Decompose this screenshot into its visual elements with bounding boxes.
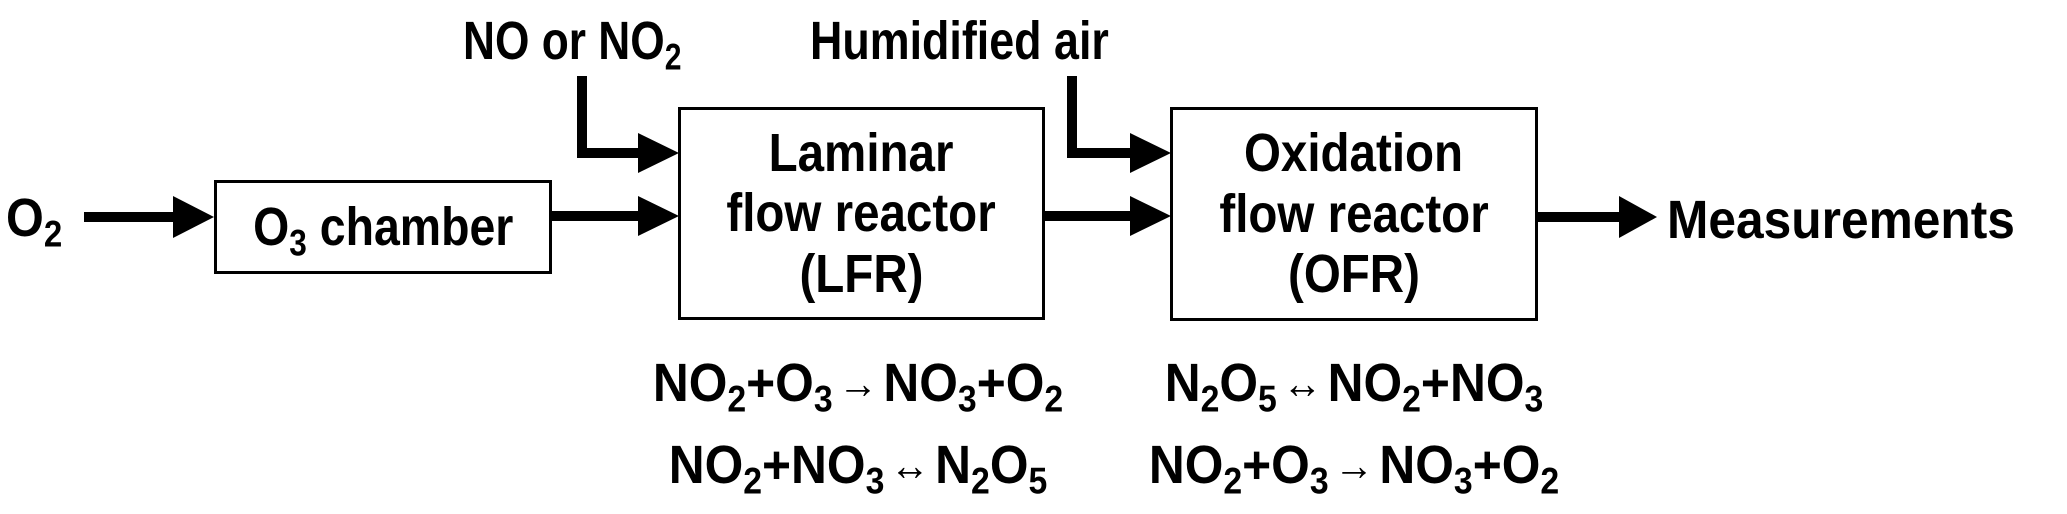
- ofr-line-3: (OFR): [1288, 244, 1420, 305]
- arrow-o2-to-o3-chamber: [84, 196, 214, 238]
- product-subscript: 3: [1524, 378, 1544, 420]
- reactant-subscript: 2: [743, 460, 763, 502]
- o3-chamber-label: O3 chamber: [252, 196, 514, 261]
- product-term: +O: [976, 353, 1045, 413]
- reactant-term: +O: [746, 353, 814, 413]
- reactant-subscript: 3: [1309, 460, 1329, 502]
- o2-label: O2: [6, 188, 62, 252]
- measurements-label: Measurements: [1667, 190, 2015, 250]
- product-subscript: 2: [1044, 378, 1064, 420]
- reactant-term: +O: [1242, 435, 1310, 495]
- lfr-line-3: (LFR): [799, 243, 924, 304]
- reactant-term: NO: [1148, 435, 1224, 495]
- ofr-line-2: flow reactor: [1219, 183, 1489, 244]
- product-subscript: 3: [957, 378, 977, 420]
- product-term: N: [935, 435, 972, 495]
- o2-subscript: 2: [43, 213, 63, 255]
- reactant-term: NO: [652, 353, 728, 413]
- product-term: +NO: [1420, 353, 1525, 413]
- ofr-line-1: Oxidation: [1244, 123, 1464, 184]
- product-subscript: 5: [1028, 460, 1048, 502]
- laminar-flow-reactor-box: Laminar flow reactor (LFR): [678, 107, 1045, 320]
- lfr-line-2: flow reactor: [726, 183, 997, 244]
- lfr-line-1: Laminar: [769, 122, 954, 183]
- arrow-lfr-to-ofr: [1044, 196, 1171, 236]
- o3-base: O: [252, 196, 290, 257]
- equilibrium-arrow-icon: ↔: [1282, 359, 1323, 408]
- product-term: O: [989, 435, 1029, 495]
- reactant-subscript: 5: [1258, 378, 1277, 420]
- o3-chamber-rest: chamber: [306, 196, 514, 257]
- ofr-reaction-2: NO2+O3→NO3+O2: [1148, 435, 1559, 499]
- o2-base: O: [6, 188, 44, 248]
- product-subscript: 2: [1402, 378, 1421, 420]
- arrow-ofr-to-measurements: [1537, 196, 1657, 238]
- reactant-term: N: [1164, 353, 1201, 413]
- product-subscript: 2: [1540, 460, 1560, 502]
- reactant-subscript: 3: [865, 460, 885, 502]
- product-term: NO: [883, 353, 958, 413]
- humidified-air-label: Humidified air: [810, 11, 1109, 71]
- product-subscript: 2: [971, 460, 990, 502]
- no-source-label: NO or NO2: [463, 11, 681, 75]
- no-source-text: NO or NO: [463, 11, 665, 71]
- lfr-reaction-2: NO2+NO3↔N2O5: [668, 435, 1048, 499]
- arrow-humidified-air-to-ofr: [1067, 76, 1171, 173]
- reactant-subscript: 2: [1223, 460, 1243, 502]
- arrow-no-to-lfr: [577, 76, 679, 173]
- oxidation-flow-reactor-box: Oxidation flow reactor (OFR): [1170, 107, 1538, 321]
- ofr-reaction-1: N2O5↔NO2+NO3: [1164, 353, 1544, 417]
- equilibrium-arrow-icon: ↔: [889, 441, 930, 490]
- no-source-subscript: 2: [664, 36, 682, 78]
- lfr-reaction-1: NO2+O3→NO3+O2: [652, 353, 1063, 417]
- reaction-arrow-icon: →: [838, 359, 878, 408]
- reactant-subscript: 2: [727, 378, 747, 420]
- reactant-subscript: 2: [1200, 378, 1220, 420]
- reactant-term: +NO: [762, 435, 866, 495]
- reaction-arrow-icon: →: [1334, 441, 1374, 490]
- product-term: NO: [1327, 353, 1403, 413]
- reactant-term: O: [1219, 353, 1259, 413]
- reactant-subscript: 3: [813, 378, 833, 420]
- reactant-term: NO: [668, 435, 744, 495]
- o3-subscript: 3: [289, 222, 307, 264]
- product-subscript: 3: [1453, 460, 1473, 502]
- arrow-o3-chamber-to-lfr: [551, 196, 679, 236]
- product-term: +O: [1472, 435, 1541, 495]
- product-term: NO: [1379, 435, 1454, 495]
- o3-chamber-box: O3 chamber: [214, 180, 552, 274]
